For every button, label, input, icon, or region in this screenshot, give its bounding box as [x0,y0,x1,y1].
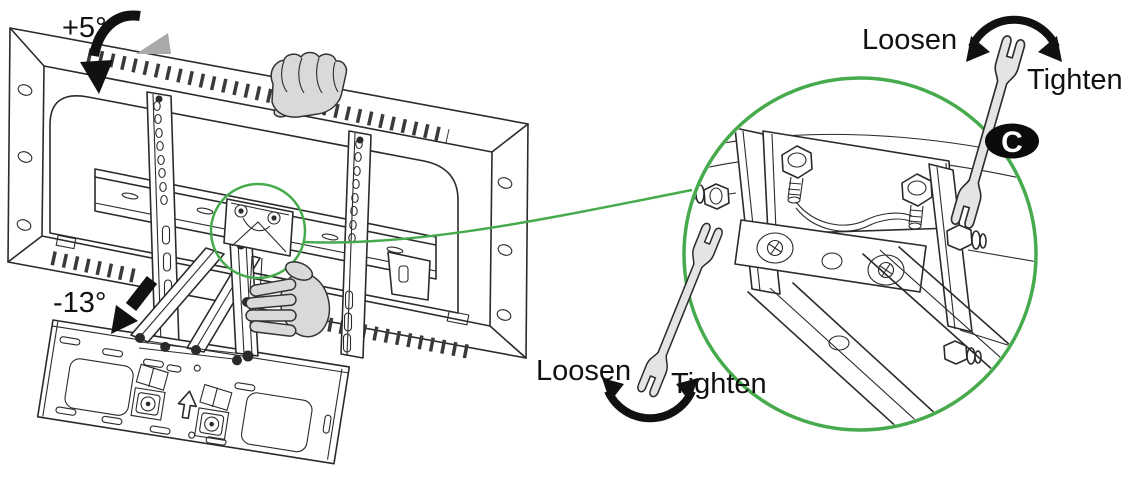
highlight-circle-small [209,182,307,280]
rail-lock-plate [387,251,431,301]
label-tighten-top: Tighten [1027,64,1123,96]
tv-top-vents [86,48,450,143]
label-loosen-top: Loosen [862,24,957,56]
step-badge: C [985,123,1039,159]
up-arrow-icon [177,390,198,420]
hex-nut-side-right-upper [946,224,987,251]
tv-side-holes [16,84,513,321]
rotate-arrow-icon-top [966,15,1062,62]
label-tilt-up: +5° [62,12,107,44]
plate-opening-left [64,358,134,416]
label-tighten-bottom: Tighten [671,368,767,400]
tv-bottom-vents-right [304,313,472,359]
callout-connector-line [302,188,693,244]
hand-icon-middle [245,261,331,338]
plate-lock-left [130,363,169,421]
plate-lock-right [194,383,233,441]
label-tilt-down: -13° [53,287,107,319]
plate-opening-right [240,392,313,453]
tilt-mechanism [223,198,294,295]
tilt-up-arrow-icon [80,10,171,94]
step-badge-label: C [1001,126,1023,159]
hand-icon-top [270,51,348,118]
hex-bolt-left-top [781,145,813,204]
label-loosen-bottom: Loosen [536,355,631,387]
tilt-down-arrow-icon [111,276,158,334]
rotate-arrow-icon-bottom [602,378,698,423]
